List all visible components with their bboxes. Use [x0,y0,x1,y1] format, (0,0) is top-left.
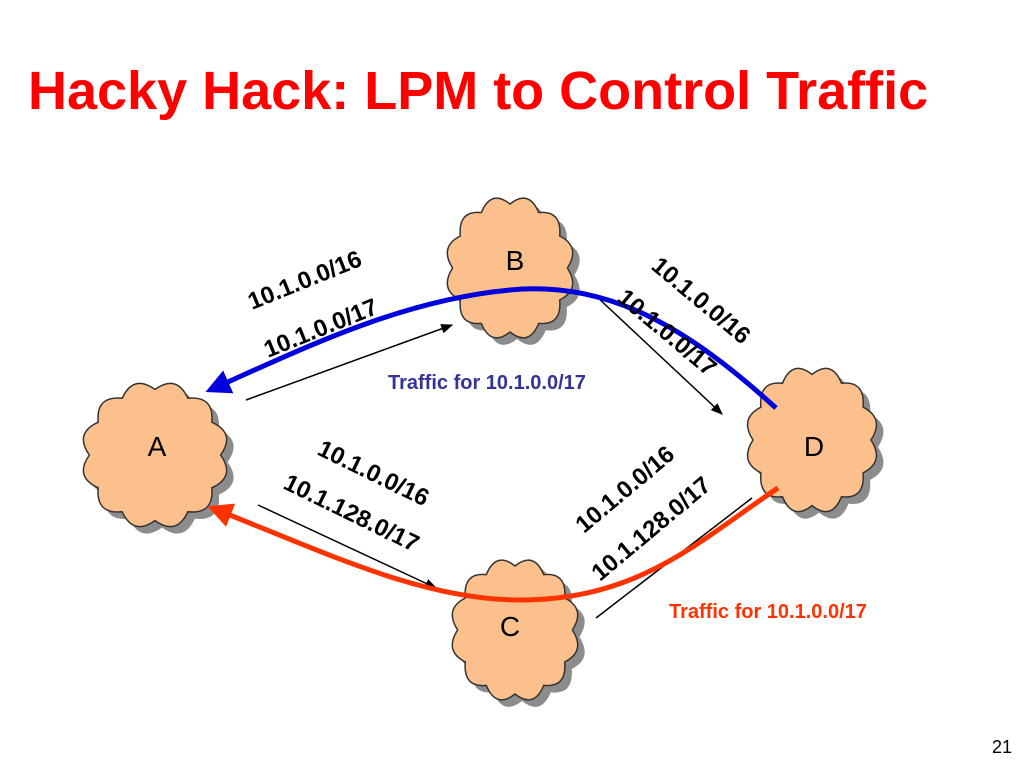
cloud-body [746,367,878,513]
link-b-to-d-arrow [594,294,723,415]
slide-title: Hacky Hack: LPM to Control Traffic [28,61,929,121]
red-traffic-label: Traffic for 10.1.0.0/17 [669,601,867,623]
node-a-label: A [148,431,167,462]
node-b-label: B [506,245,525,276]
blue-traffic-path [205,286,778,410]
cloud-body [446,197,574,339]
link-a-to-c-arrow [257,504,438,589]
red-traffic-path [207,485,780,603]
link-a-to-b-arrow [245,324,454,401]
cloud-b [446,197,580,345]
page-number: 21 [991,737,1012,757]
cloud-c [451,559,585,707]
node-c-label: C [500,611,520,642]
cloud-body [82,382,228,528]
cloud-body [451,559,579,701]
cloud-a [82,382,234,534]
cloud-d [746,367,884,519]
blue-traffic-label: Traffic for 10.1.0.0/17 [388,372,586,394]
node-d-label: D [804,431,824,462]
